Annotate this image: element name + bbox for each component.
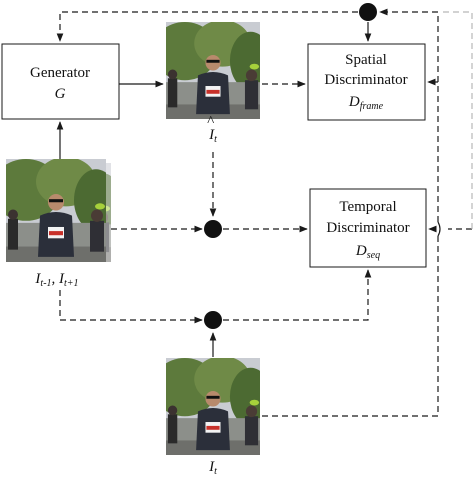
neighbor-frames-caption: It-1, It+1 <box>34 271 78 289</box>
generator-box: Generator G <box>1 43 120 120</box>
generated-frame-image <box>152 20 271 119</box>
spatial-discriminator-symbol: Dframe <box>348 94 384 112</box>
temporal-discriminator-box: Temporal Discriminator Dseq <box>309 188 427 268</box>
generated-frame-caption: It <box>208 127 217 145</box>
spatial-discriminator-box: Spatial Discriminator Dframe <box>307 43 426 121</box>
generated-frame-hat: ^ <box>207 114 215 130</box>
generator-symbol: G <box>55 86 66 102</box>
real-concat-node <box>204 311 222 329</box>
real-frame-image <box>152 356 271 455</box>
generated-concat-node <box>204 220 222 238</box>
generator-label: Generator <box>30 65 90 81</box>
connectors <box>56 8 473 417</box>
temporal-discriminator-line2: Discriminator <box>326 220 409 236</box>
line-hop <box>437 221 441 237</box>
spatial-discriminator-line2: Discriminator <box>324 72 407 88</box>
spatial-discriminator-line1: Spatial <box>345 52 387 68</box>
temporal-discriminator-symbol: Dseq <box>355 243 380 261</box>
right-loop-upper-path <box>379 8 439 222</box>
neighbors-to-real-concat-path <box>59 290 203 324</box>
neighbor-frames-image <box>0 157 118 262</box>
top-junction-node <box>359 3 377 21</box>
real-concat-to-temporal-path <box>223 269 372 321</box>
neighbor-frames-stack <box>0 157 123 262</box>
outer-right-upper-path <box>440 11 473 229</box>
real-to-top-node-path <box>262 236 439 417</box>
real-frame-caption: It <box>208 459 217 477</box>
temporal-discriminator-line1: Temporal <box>339 199 396 215</box>
